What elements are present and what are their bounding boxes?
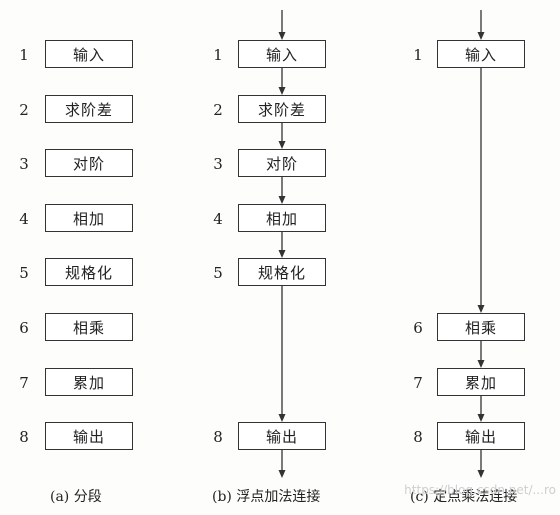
stage-number: 6 (19, 319, 29, 337)
stage-box-accumulate: 累加 (437, 368, 525, 396)
stage-number: 2 (19, 101, 29, 119)
connector-arrow (278, 68, 286, 95)
connector-arrow (477, 68, 485, 313)
connector-arrow (477, 450, 485, 478)
stage-box-exponent-diff: 求阶差 (238, 95, 326, 123)
stage-number: 7 (19, 374, 29, 392)
caption-a: (a) 分段 (50, 489, 102, 505)
stage-box-add: 相加 (45, 204, 133, 232)
stage-box-output: 输出 (437, 422, 525, 450)
connector-arrow (477, 396, 485, 422)
stage-box-output: 输出 (238, 422, 326, 450)
stage-box-align: 对阶 (45, 149, 133, 177)
connector-arrow (477, 341, 485, 368)
stage-number: 4 (213, 210, 223, 228)
watermark: https://blog.csdn.net/...ro (404, 483, 556, 497)
stage-number: 1 (413, 46, 423, 64)
stage-number: 8 (213, 428, 223, 446)
stage-box-input: 输入 (238, 40, 326, 68)
stage-number: 5 (213, 264, 223, 282)
stage-box-align: 对阶 (238, 149, 326, 177)
stage-box-exponent-diff: 求阶差 (45, 95, 133, 123)
stage-number: 8 (413, 428, 423, 446)
stage-box-normalize: 规格化 (238, 258, 326, 286)
connector-arrow (278, 177, 286, 204)
stage-number: 6 (413, 319, 423, 337)
stage-number: 4 (19, 210, 29, 228)
stage-number: 5 (19, 264, 29, 282)
stage-number: 3 (213, 155, 223, 173)
stage-box-multiply: 相乘 (45, 313, 133, 341)
stage-box-output: 输出 (45, 422, 133, 450)
connector-arrow (278, 10, 286, 40)
connector-arrow (477, 10, 485, 40)
connector-arrow (278, 450, 286, 478)
stage-box-normalize: 规格化 (45, 258, 133, 286)
connector-arrow (278, 232, 286, 258)
connector-arrow (278, 286, 286, 422)
stage-box-input: 输入 (45, 40, 133, 68)
stage-box-accumulate: 累加 (45, 368, 133, 396)
stage-number: 8 (19, 428, 29, 446)
stage-box-add: 相加 (238, 204, 326, 232)
caption-b: (b) 浮点加法连接 (212, 489, 321, 505)
connector-arrow (278, 123, 286, 149)
stage-number: 1 (213, 46, 223, 64)
stage-number: 7 (413, 374, 423, 392)
stage-number: 3 (19, 155, 29, 173)
caption-c: (c) 定点乘法连接 (410, 489, 518, 505)
stage-number: 1 (19, 46, 29, 64)
stage-number: 2 (213, 101, 223, 119)
stage-box-input: 输入 (437, 40, 525, 68)
stage-box-multiply: 相乘 (437, 313, 525, 341)
